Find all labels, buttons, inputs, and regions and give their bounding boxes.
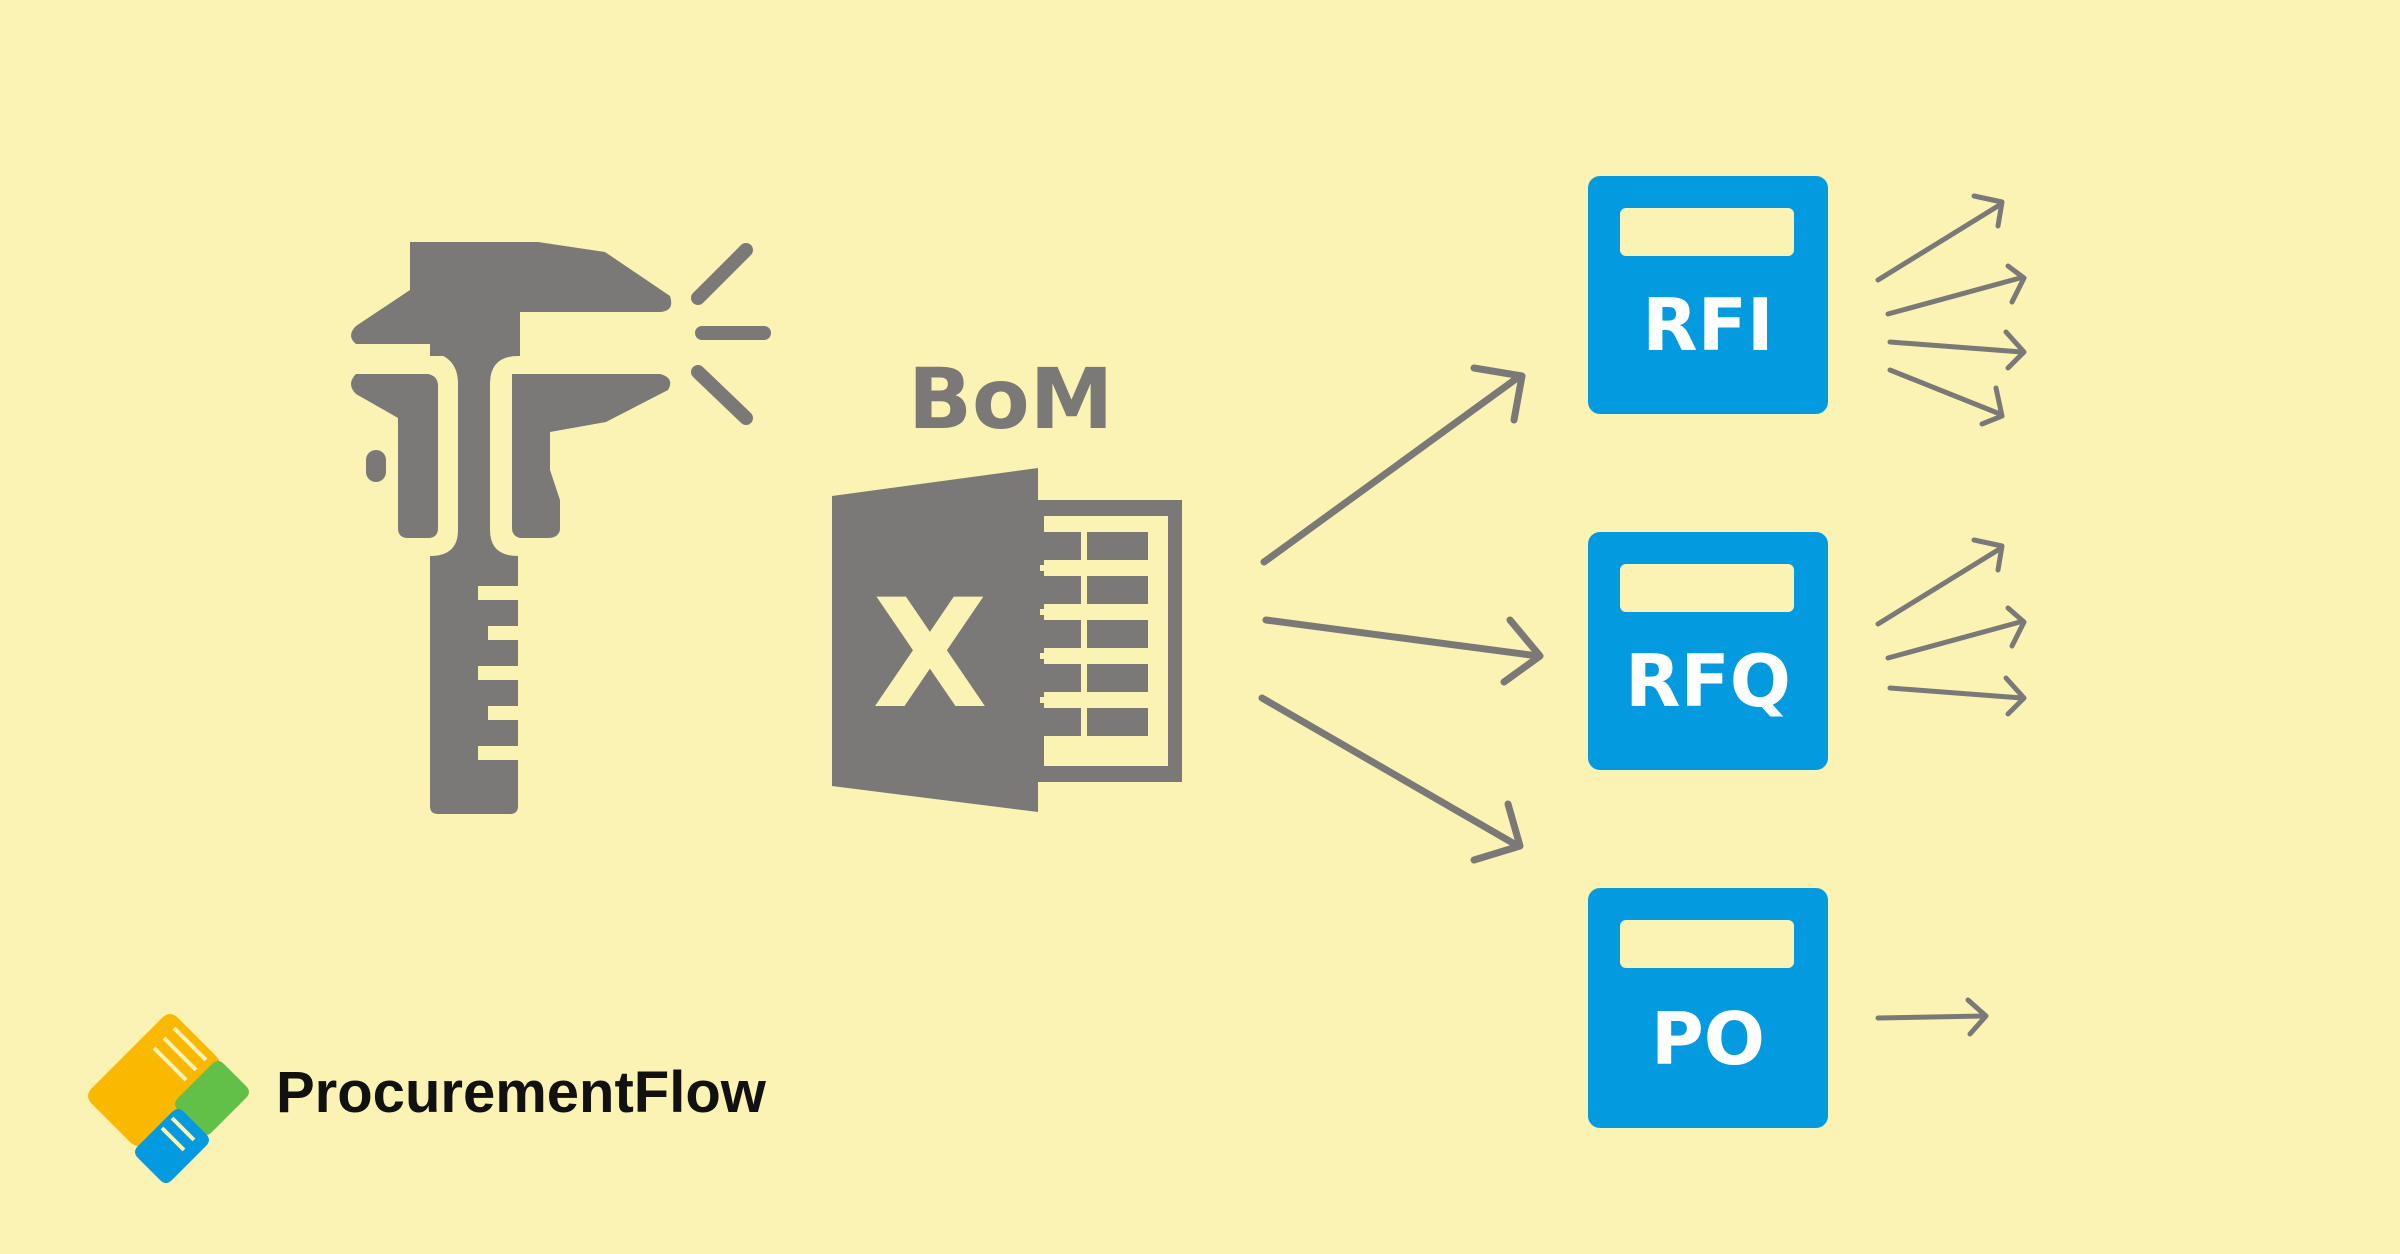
procurementflow-logo bbox=[88, 1014, 249, 1183]
rfi-card: RFI bbox=[1588, 176, 1828, 414]
brand-name: ProcurementFlow bbox=[276, 1060, 767, 1125]
rfq-label: RFQ bbox=[1625, 639, 1791, 723]
caliper-icon bbox=[351, 242, 672, 814]
flow-arrows bbox=[1258, 364, 1544, 864]
rfi-label: RFI bbox=[1642, 283, 1773, 367]
excel-spreadsheet-icon: X bbox=[832, 468, 1182, 812]
rfq-card: RFQ bbox=[1588, 532, 1828, 770]
bom-label: BoM bbox=[908, 350, 1113, 448]
po-card: PO bbox=[1588, 888, 1828, 1128]
po-label: PO bbox=[1651, 997, 1765, 1081]
caliper-scale-ticks bbox=[478, 586, 518, 760]
excel-x-glyph: X bbox=[872, 568, 988, 742]
output-arrows bbox=[1875, 193, 2027, 1037]
measure-spark-icon bbox=[691, 243, 771, 425]
